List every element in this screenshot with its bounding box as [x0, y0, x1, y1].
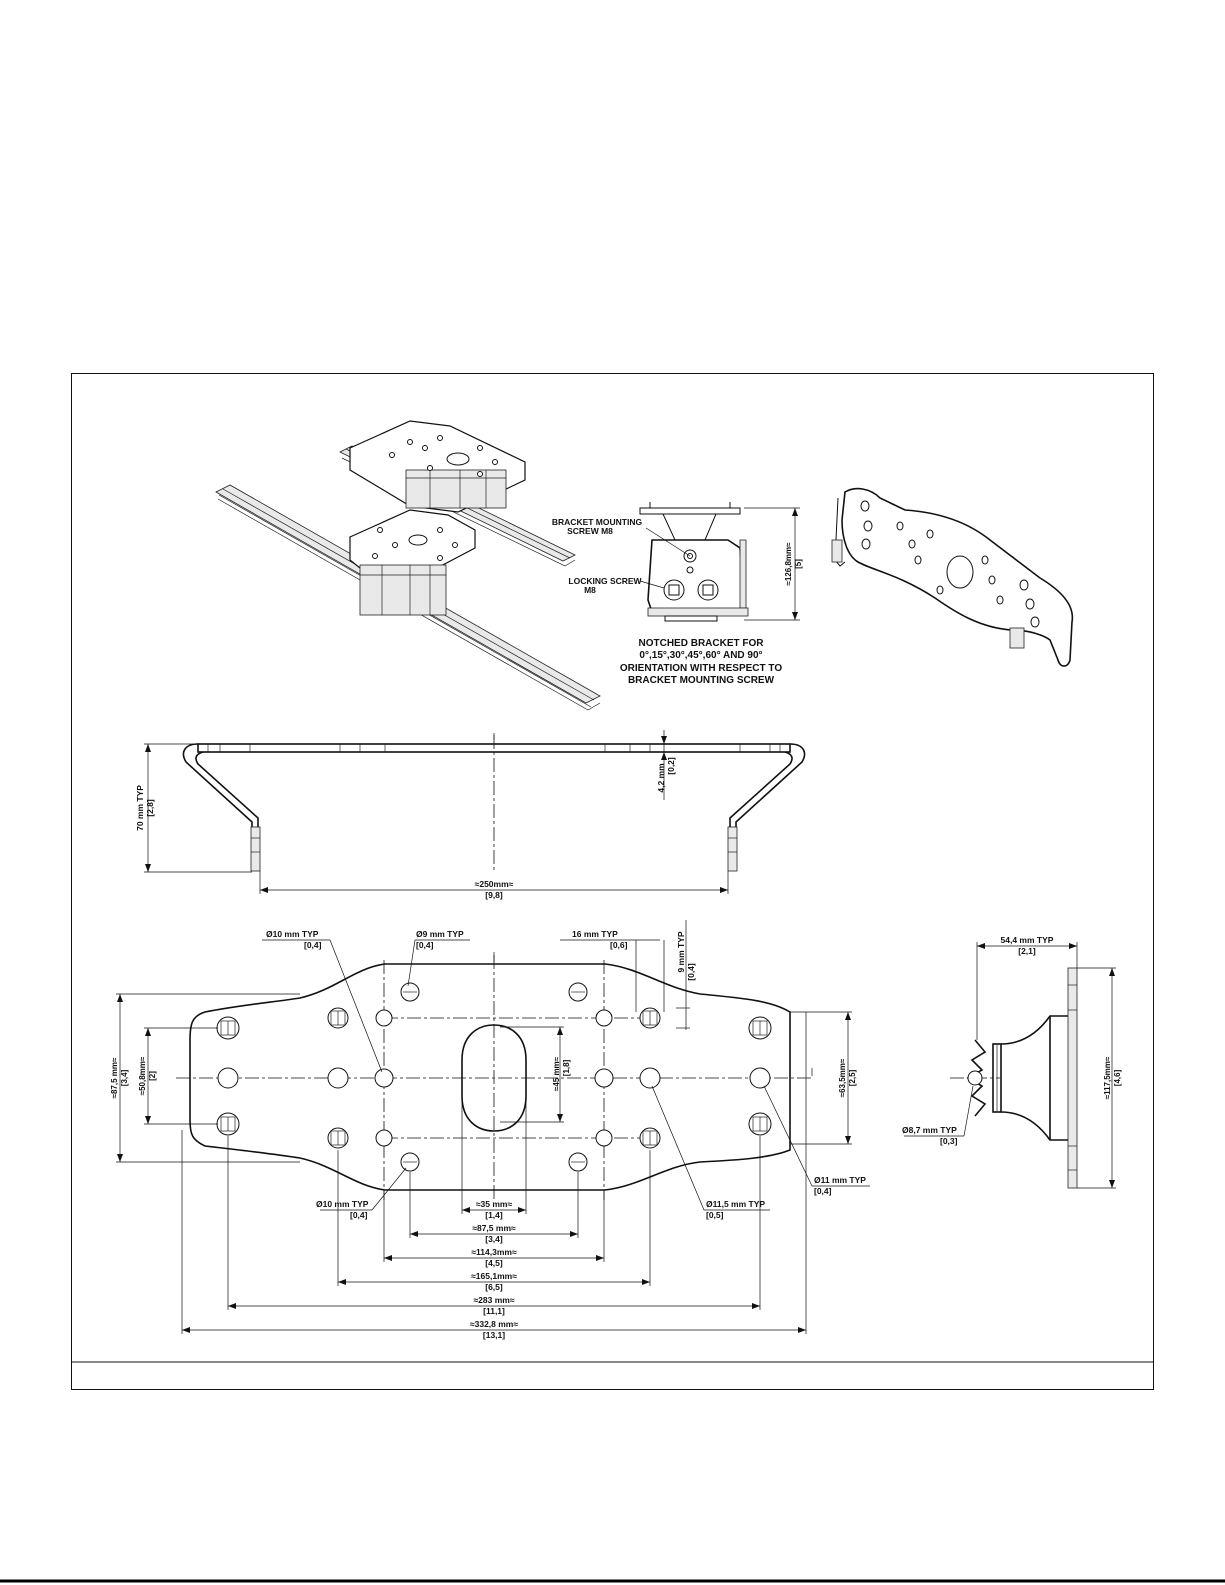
dim-hole-d10-bottom-mm: Ø10 mm TYP — [316, 1199, 369, 1209]
dim-slot-45-mm: ≈45 mm≈ — [552, 1056, 561, 1091]
dim-len-332-8-in: [13,1] — [483, 1330, 505, 1340]
drawing-frame — [71, 373, 1154, 1390]
dim-len-332-8-mm: ≈332,8 mm≈ — [470, 1319, 518, 1329]
side-view-plate — [904, 942, 1116, 1189]
dim-front-width-mm: ≈250mm≈ — [475, 879, 514, 889]
dim-width-63-5-in: [2,5] — [848, 1069, 857, 1086]
dim-side-height-117-mm: ≈117,5mm≈ — [1103, 1056, 1112, 1099]
dim-len-165-1-mm: ≈165,1mm≈ — [471, 1271, 517, 1281]
dim-hole-d10-bottom-in: [0,4] — [350, 1210, 368, 1220]
dim-len-283-mm: ≈283 mm≈ — [474, 1295, 515, 1305]
dim-len-283-in: [11,1] — [483, 1306, 505, 1316]
dim-width-50-8-in: [2] — [148, 1071, 157, 1081]
dim-len-87-5-in: [3,4] — [485, 1234, 503, 1244]
dim-len-114-3-in: [4,5] — [485, 1258, 503, 1268]
dim-side-hole-mm: Ø8,7 mm TYP — [902, 1125, 957, 1135]
dim-len-35-in: [1,4] — [485, 1210, 503, 1220]
callout-locking-screw-line2: M8 — [584, 585, 596, 595]
dim-flange-in: [0,2] — [666, 757, 676, 775]
dim-slot-45-in: [1,8] — [562, 1059, 571, 1076]
callout-bracket-screw-line1: BRACKET MOUNTING — [552, 517, 643, 527]
dim-width-87-5-mm: ≈87,5 mm≈ — [110, 1057, 119, 1098]
callout-locking-screw-line1: LOCKING SCREW — [568, 576, 642, 586]
isometric-rail-assembly — [215, 420, 601, 711]
dim-hole-d9-mm: Ø9 mm TYP — [416, 929, 464, 939]
dim-len-87-5-mm: ≈87,5 mm≈ — [472, 1223, 516, 1233]
dim-hole-d10-top-in: [0,4] — [304, 940, 322, 950]
dim-side-hole-in: [0,3] — [940, 1136, 958, 1146]
dim-width-63-5-mm: ≈63,5mm≈ — [838, 1058, 847, 1097]
dim-slot-9-in: [0,4] — [686, 963, 696, 981]
clamp-side-view — [639, 502, 800, 622]
dim-width-87-5-in: [3,4] — [120, 1069, 129, 1086]
note-notched-bracket-line2: 0°,15°,30°,45°,60° AND 90° — [639, 650, 762, 661]
note-notched-bracket-line4: BRACKET MOUNTING SCREW — [628, 675, 775, 686]
dim-side-height-in: [5] — [794, 559, 803, 569]
note-notched-bracket-line3: ORIENTATION WITH RESPECT TO — [620, 663, 782, 674]
dim-side-height-mm: ≈126,8mm≈ — [784, 542, 793, 586]
dim-width-50-8-mm: ≈50,8mm≈ — [138, 1056, 147, 1095]
dim-slot-9-mm: 9 mm TYP — [676, 931, 686, 972]
dim-front-height-mm: 70 mm TYP — [135, 785, 145, 831]
dim-hole-d9-in: [0,4] — [416, 940, 434, 950]
dim-front-height-in: [2,8] — [145, 799, 155, 817]
isometric-mounting-plate — [831, 487, 1074, 667]
dim-hole-d11-5-mm: Ø11,5 mm TYP — [706, 1199, 765, 1209]
dim-front-width-in: [9,8] — [485, 890, 503, 900]
top-view-plate — [116, 920, 870, 1334]
dim-flange-mm: 4,2 mm — [656, 763, 666, 793]
front-view — [144, 730, 806, 894]
dim-side-height-117-in: [4,6] — [1113, 1069, 1122, 1086]
dim-side-width-mm: 54,4 mm TYP — [1001, 935, 1054, 945]
note-notched-bracket-line1: NOTCHED BRACKET FOR — [639, 638, 765, 649]
dim-hole-d11-5-in: [0,5] — [706, 1210, 724, 1220]
dim-side-width-in: [2,1] — [1018, 946, 1036, 956]
dim-hole-d10-top-mm: Ø10 mm TYP — [266, 929, 319, 939]
dim-slot-16-mm: 16 mm TYP — [572, 929, 618, 939]
dim-hole-d11-in: [0,4] — [814, 1186, 832, 1196]
dim-slot-16-in: [0,6] — [610, 940, 628, 950]
callout-bracket-screw-line2: SCREW M8 — [567, 526, 613, 536]
dim-len-35-mm: ≈35 mm≈ — [476, 1199, 513, 1209]
dim-hole-d11-mm: Ø11 mm TYP — [814, 1175, 866, 1185]
dim-len-165-1-in: [6,5] — [485, 1282, 503, 1292]
dim-len-114-3-mm: ≈114,3mm≈ — [471, 1247, 517, 1257]
